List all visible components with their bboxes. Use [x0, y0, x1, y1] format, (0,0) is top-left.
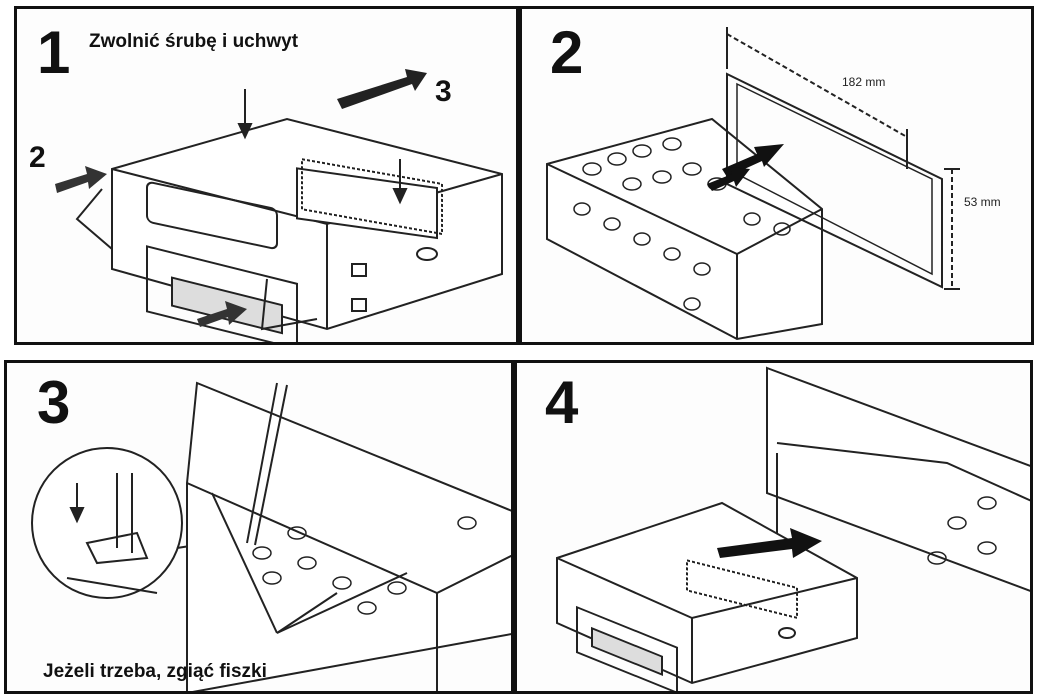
step-number: 1	[37, 19, 71, 86]
callout-label: 2	[29, 141, 46, 174]
step-number: 2	[550, 19, 584, 86]
step-3-panel: 3 Jeżeli trzeba, zgiąć fiszki	[4, 360, 514, 694]
height-dimension-label: 53 mm	[964, 195, 1001, 209]
width-dimension-label: 182 mm	[842, 75, 886, 89]
step-number: 4	[545, 369, 579, 436]
step-2-panel: 2 182 mm 53 mm	[519, 6, 1034, 345]
step-caption: Jeżeli trzeba, zgiąć fiszki	[43, 661, 267, 682]
radio-release-illustration	[55, 69, 503, 342]
callout-label: 3	[435, 75, 452, 108]
step-1-panel: 1 Zwolnić śrubę i uchwyt 2 3	[14, 6, 519, 345]
mounting-cage-illustration	[546, 27, 960, 341]
bend-tabs-illustration	[31, 381, 511, 691]
step-number: 3	[37, 369, 71, 436]
step-4-panel: 4	[514, 360, 1033, 694]
step-caption: Zwolnić śrubę i uchwyt	[89, 31, 299, 52]
insert-radio-illustration	[556, 366, 1030, 691]
